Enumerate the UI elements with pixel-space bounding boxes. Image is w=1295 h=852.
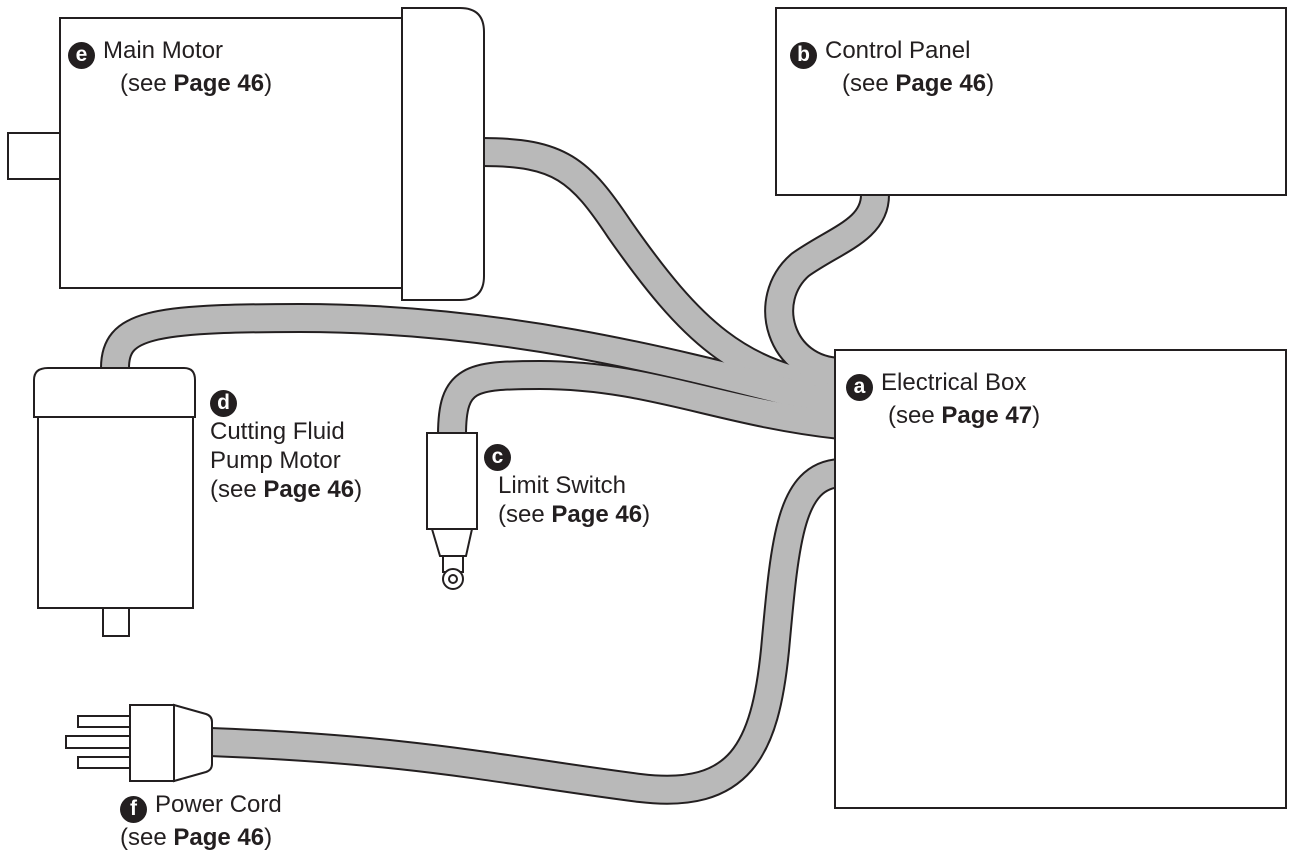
electrical-box-name: Electrical Box (881, 369, 1027, 396)
limit-switch-name: Limit Switch (498, 472, 627, 499)
main-motor-shaft (7, 132, 61, 180)
cable-pump-motor (102, 304, 844, 418)
control-panel-box (775, 7, 1287, 196)
pump-motor-page-ref: Page 46 (263, 476, 355, 503)
pump-motor-name-line2: Pump Motor (210, 447, 341, 474)
plug-face (129, 704, 175, 782)
cable-control-panel (766, 193, 888, 385)
pump-motor-name-line1: Cutting Fluid (210, 418, 345, 445)
plug-body (173, 703, 213, 783)
badge-b: b (790, 42, 817, 69)
limit-switch-roller-hub (448, 574, 458, 584)
electrical-box-page-ref: Page 47 (941, 402, 1033, 429)
badge-f: f (120, 796, 147, 823)
limit-switch-label: c Limit Switch (see Page 46) (484, 438, 650, 529)
cable-limit-switch (439, 361, 842, 438)
plug-prong-top (77, 715, 131, 728)
power-cord-page-ref: Page 46 (173, 824, 265, 851)
main-motor-endcap (401, 7, 485, 301)
limit-switch-page-ref: Page 46 (551, 501, 643, 528)
pump-motor-label: d Cutting Fluid Pump Motor (see Page 46) (210, 390, 363, 503)
main-motor-page-ref: Page 46 (173, 70, 265, 97)
control-panel-name: Control Panel (825, 37, 971, 64)
electrical-box (834, 349, 1287, 809)
limit-switch-body (426, 432, 478, 530)
power-cord-name: Power Cord (155, 791, 282, 818)
plug-prong-bottom (77, 756, 131, 769)
badge-e: e (68, 42, 95, 69)
control-panel-page-ref: Page 46 (895, 70, 987, 97)
limit-switch-neck (430, 528, 474, 557)
badge-d: d (210, 390, 237, 417)
plug-prong-middle (65, 735, 131, 749)
main-motor-name: Main Motor (103, 37, 224, 64)
pump-motor-shaft (102, 607, 130, 637)
badge-a: a (846, 374, 873, 401)
pump-motor-cap (33, 367, 196, 418)
pump-motor-body (37, 414, 194, 609)
cable-main-motor (481, 139, 842, 401)
badge-c: c (484, 444, 511, 471)
cable-power-cord (209, 460, 842, 803)
